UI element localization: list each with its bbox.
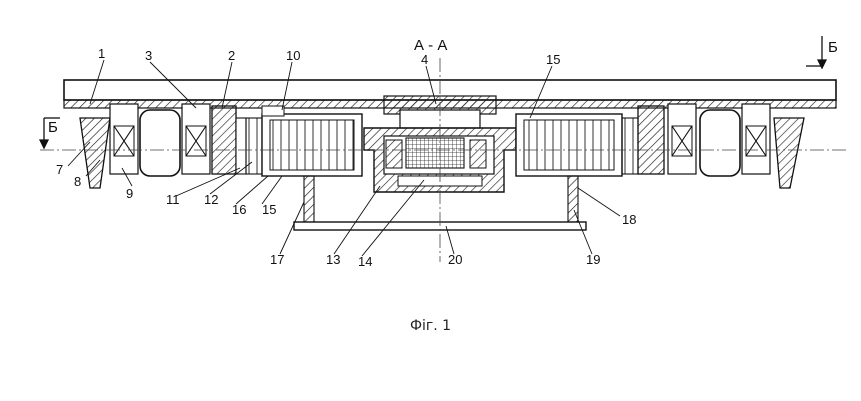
callout-15-top: 15 [546,52,560,67]
figure-caption: Фіг. 1 [409,318,452,334]
callout-1: 1 [98,46,105,61]
callout-13: 13 [326,252,340,267]
callout-7: 7 [56,162,63,177]
callout-14: 14 [358,254,372,269]
callout-18: 18 [622,212,636,227]
callout-19: 19 [586,252,600,267]
callout-4: 4 [421,52,428,67]
cut-label-right: Б [828,39,838,56]
callout-8: 8 [74,174,81,189]
section-title: А - А [414,37,447,54]
cut-label-left: Б [48,119,58,136]
right-wheel-unit [667,103,805,189]
callout-9: 9 [126,186,133,201]
callout-11: 11 [166,192,180,207]
leader-lines [67,59,621,257]
section-cut-markers [38,36,828,150]
callout-16: 16 [232,202,246,217]
left-wheel-unit [79,103,211,189]
callout-12: 12 [204,192,218,207]
right-rotor [515,105,665,177]
callout-20: 20 [448,252,462,267]
left-rotor [211,105,363,177]
center-lines [40,58,848,262]
callout-15-bottom: 15 [262,202,276,217]
callout-3: 3 [145,48,152,63]
callout-10: 10 [286,48,300,63]
callout-2: 2 [228,48,235,63]
callout-17: 17 [270,252,284,267]
technical-drawing: А - А Б Б 1 3 2 10 4 15 7 8 9 11 12 16 1… [38,36,848,269]
